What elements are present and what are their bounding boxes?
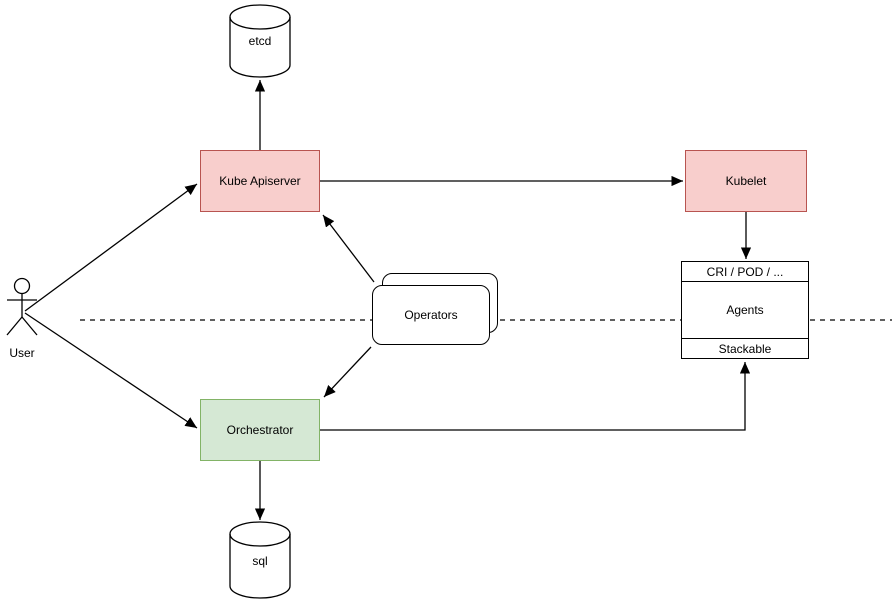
node-orchestrator: Orchestrator bbox=[200, 399, 320, 461]
edge-operators-to-kube-apiserver bbox=[322, 214, 375, 283]
agents-section-agents: Agents bbox=[682, 282, 808, 338]
agents-cri-pod-label: CRI / POD / ... bbox=[706, 264, 784, 279]
user-actor-icon bbox=[6, 277, 38, 336]
edge-orchestrator-to-agents-stackable bbox=[320, 362, 751, 431]
user-label: User bbox=[9, 346, 35, 360]
etcd-label: etcd bbox=[248, 34, 272, 48]
sql-label: sql bbox=[252, 554, 268, 568]
edge-user-to-kube-apiserver bbox=[24, 183, 198, 312]
agents-section-cri-pod: CRI / POD / ... bbox=[682, 262, 808, 282]
etcd-cylinder bbox=[229, 4, 291, 78]
kubelet-label: Kubelet bbox=[725, 174, 767, 188]
operators-label: Operators bbox=[404, 308, 458, 322]
kube-apiserver-label: Kube Apiserver bbox=[219, 174, 301, 188]
node-kubelet: Kubelet bbox=[685, 150, 807, 212]
agents-stackable-label: Stackable bbox=[718, 341, 772, 356]
node-operators: Operators bbox=[372, 285, 490, 345]
sql-cylinder bbox=[229, 521, 291, 599]
agents-label: Agents bbox=[726, 303, 764, 317]
agents-section-stackable: Stackable bbox=[682, 338, 808, 358]
orchestrator-label: Orchestrator bbox=[226, 423, 294, 437]
edge-operators-to-orchestrator bbox=[323, 346, 372, 398]
edge-user-to-orchestrator bbox=[24, 312, 198, 429]
node-kube-apiserver: Kube Apiserver bbox=[200, 150, 320, 212]
node-agents-stack: CRI / POD / ... Agents Stackable bbox=[681, 261, 809, 359]
